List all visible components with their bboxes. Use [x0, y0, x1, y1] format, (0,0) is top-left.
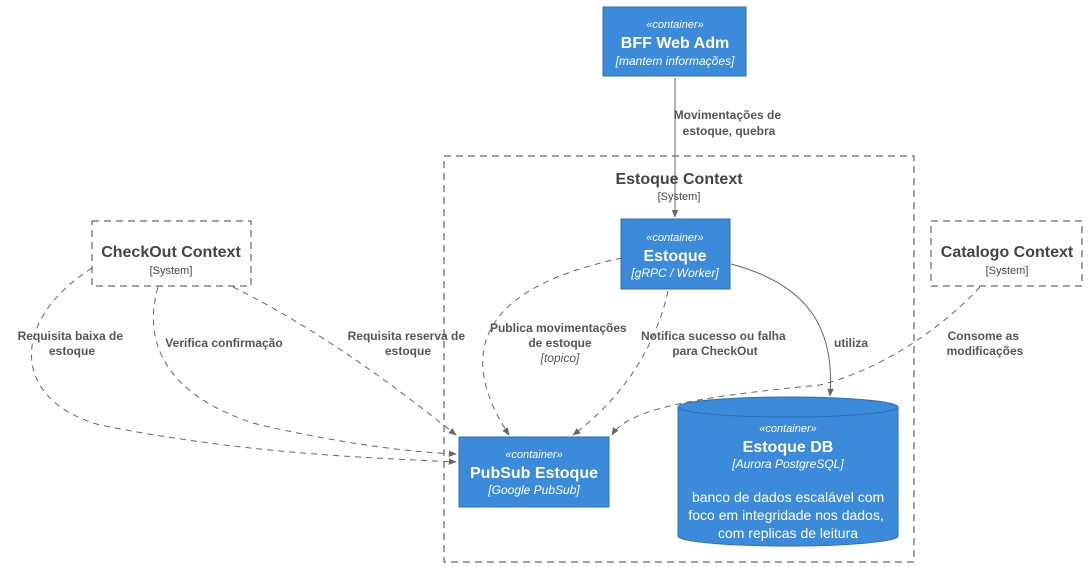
- db-description: banco de dados escalável com foco em int…: [688, 489, 888, 541]
- catalogo-context-type: [System]: [986, 265, 1029, 277]
- estoque-tech: [gRPC / Worker]: [630, 266, 719, 280]
- checkout-context-boundary: CheckOut Context [System]: [91, 220, 252, 287]
- edge-catalogo-consome: [611, 286, 981, 436]
- edge-estoque-publica: [482, 257, 623, 436]
- label-publica-tech: [topico]: [540, 351, 580, 365]
- label-requisita-baixa: Requisita baixa de estoque: [18, 329, 127, 358]
- edge-estoque-notifica: [572, 290, 669, 436]
- container-pubsub-estoque[interactable]: «container» PubSub Estoque [Google PubSu…: [458, 436, 610, 508]
- container-estoque[interactable]: «container» Estoque [gRPC / Worker]: [620, 218, 731, 290]
- edge-checkout-requisita-reserva: [232, 286, 457, 436]
- checkout-context-title: CheckOut Context: [101, 244, 241, 261]
- label-requisita-reserva: Requisita reserva de estoque: [348, 329, 469, 358]
- label-consome: Consome as modificações: [947, 329, 1024, 358]
- pubsub-stereotype: «container»: [505, 449, 563, 461]
- bff-title: BFF Web Adm: [621, 35, 729, 52]
- checkout-context-type: [System]: [150, 265, 193, 277]
- container-bff-web-adm[interactable]: «container» BFF Web Adm [mantem informaç…: [602, 6, 747, 77]
- estoque-title: Estoque: [643, 248, 706, 265]
- db-title: Estoque DB: [743, 439, 834, 456]
- db-stereotype: «container»: [759, 423, 817, 435]
- estoque-context-boundary: Estoque Context [System]: [443, 155, 915, 563]
- db-tech: [Aurora PostgreSQL]: [731, 457, 844, 471]
- edges: [31, 78, 981, 465]
- label-notifica: Notifica sucesso ou falha para CheckOut: [641, 329, 789, 358]
- edge-estoque-utiliza-db: [730, 263, 834, 397]
- bff-tech: [mantem informações]: [615, 54, 735, 68]
- estoque-context-title: Estoque Context: [615, 171, 743, 188]
- pubsub-title: PubSub Estoque: [470, 465, 598, 482]
- label-publica: Publica movimentações de estoque: [490, 321, 630, 350]
- bff-stereotype: «container»: [646, 19, 704, 31]
- label-utiliza: utiliza: [834, 336, 868, 350]
- catalogo-context-boundary: Catalogo Context [System]: [930, 220, 1083, 287]
- label-verifica: Verifica confirmação: [165, 336, 282, 350]
- estoque-stereotype: «container»: [646, 232, 704, 244]
- edge-labels: Movimentações de estoque, quebra Requisi…: [18, 108, 1024, 365]
- edge-checkout-verifica: [153, 286, 457, 457]
- edge-checkout-requisita-baixa: [31, 267, 457, 465]
- estoque-context-type: [System]: [658, 191, 701, 203]
- catalogo-context-title: Catalogo Context: [941, 244, 1074, 261]
- label-bff-estoque: Movimentações de estoque, quebra: [674, 108, 785, 138]
- container-estoque-db[interactable]: «container» Estoque DB [Aurora PostgreSQ…: [677, 396, 899, 547]
- pubsub-tech: [Google PubSub]: [487, 483, 580, 497]
